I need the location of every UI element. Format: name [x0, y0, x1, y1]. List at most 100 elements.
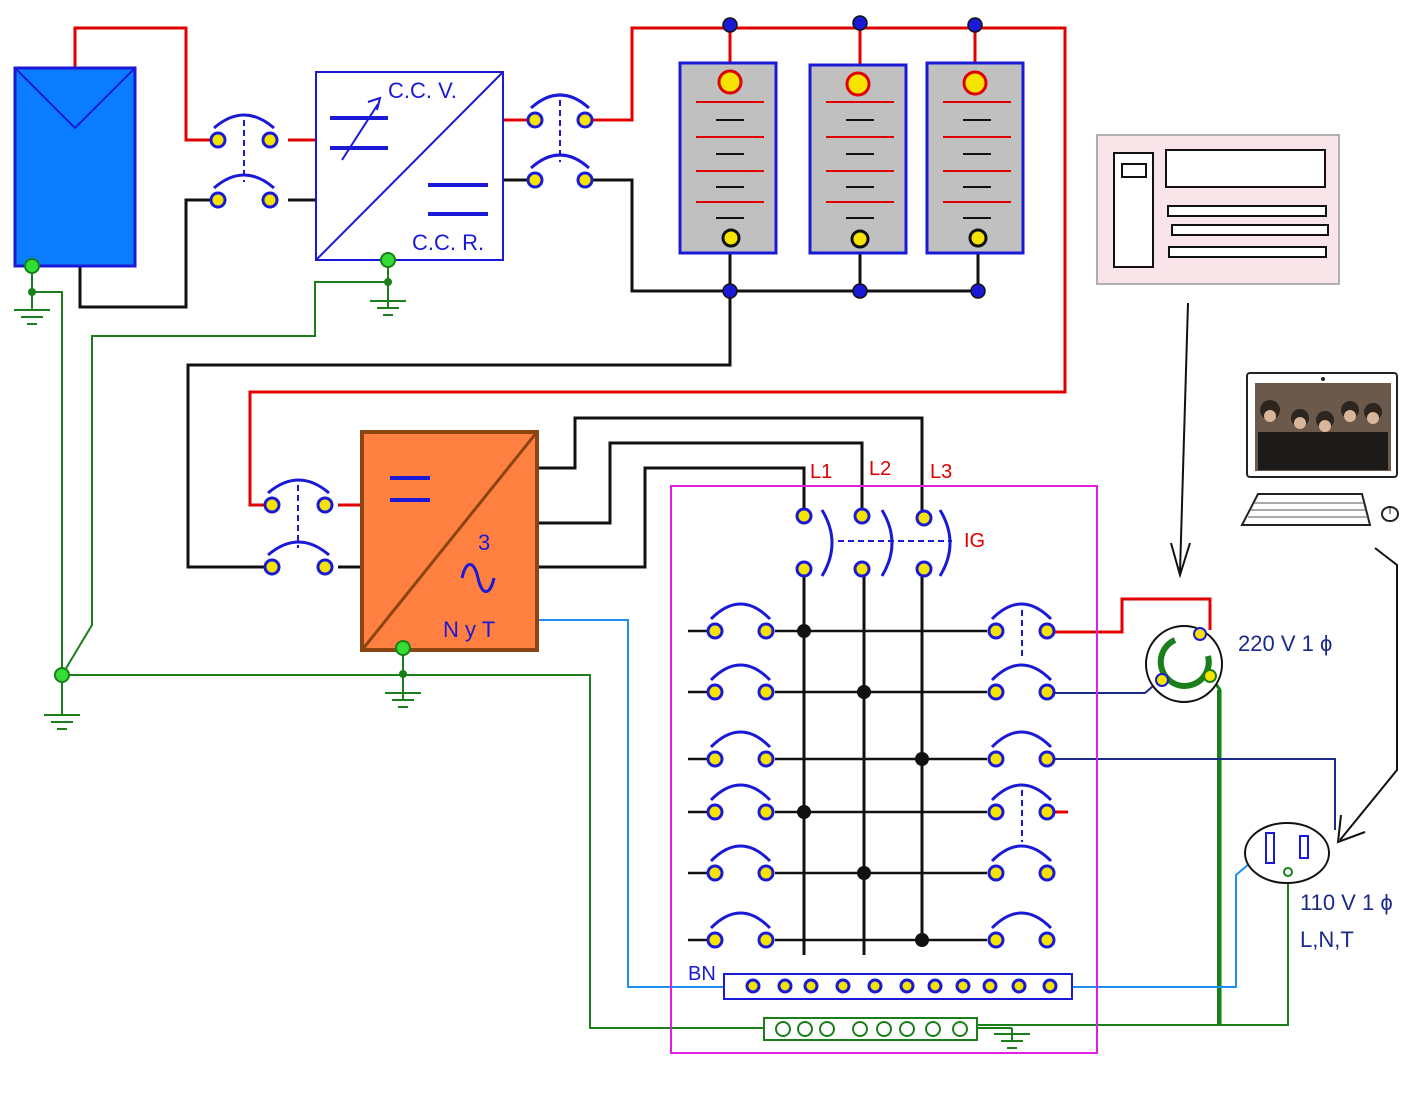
- neutral-bar-terminal-11: [1042, 978, 1058, 994]
- neutral-bar-terminal-2: [777, 978, 793, 994]
- branch-breaker-right-6[interactable]: [987, 911, 1056, 949]
- branch-breaker-right-1[interactable]: [987, 602, 1056, 640]
- branch-breaker-right-4[interactable]: [987, 783, 1056, 821]
- pv-breaker-positive[interactable]: [209, 113, 279, 149]
- inverter-breaker-negative-terminal-in: [263, 558, 281, 576]
- inverter-breaker-negative[interactable]: [263, 540, 334, 576]
- outlet-110v: [1244, 822, 1330, 884]
- inverter-output-label: N y T: [443, 617, 495, 642]
- ground-symbol-panel: [994, 1033, 1030, 1049]
- battery-1: [678, 61, 778, 255]
- computer-to-outlet-arrow: [1170, 302, 1191, 579]
- branch-breaker-left-2-terminal-in: [706, 683, 724, 701]
- battery-breaker-negative-terminal-out: [576, 171, 594, 189]
- pv-breaker-negative-terminal-out: [261, 191, 279, 209]
- main-breaker-ig[interactable]: [820, 509, 952, 577]
- ground-symbol-pv: [14, 309, 50, 325]
- battery-breaker-positive-terminal-out: [576, 111, 594, 129]
- branch-breaker-left-5[interactable]: [706, 844, 775, 882]
- ground-bar-terminal-3: [819, 1021, 835, 1037]
- inverter-breaker-positive[interactable]: [263, 478, 334, 514]
- ground-symbol-main: [44, 714, 80, 730]
- main-breaker-label: IG: [964, 530, 985, 552]
- branch-breaker-right-4-terminal-out: [1038, 803, 1056, 821]
- phase-label-l1: L1: [810, 461, 832, 483]
- main-breaker-terminal-4: [853, 560, 871, 578]
- branch-breaker-left-6-terminal-out: [757, 931, 775, 949]
- branch-breaker-right-5[interactable]: [987, 844, 1056, 882]
- green-outlet-ground-wire: [1208, 674, 1222, 1025]
- neutral-bar-terminal-8: [955, 978, 971, 994]
- neutral-bar-terminal-1: [745, 978, 761, 994]
- solar-panel: [13, 66, 137, 268]
- branch-breaker-left-2-terminal-out: [757, 683, 775, 701]
- branch-breaker-left-5-terminal-in: [706, 864, 724, 882]
- branch-breaker-left-5-terminal-out: [757, 864, 775, 882]
- pv-breaker-positive-terminal-in: [209, 131, 227, 149]
- branch-breaker-right-2-terminal-out: [1038, 683, 1056, 701]
- branch-breaker-right-2-terminal-in: [987, 683, 1005, 701]
- ground-small-nodes: [28, 278, 407, 678]
- branch-breaker-left-3-terminal-out: [757, 750, 775, 768]
- branch-breaker-right-3[interactable]: [987, 730, 1056, 768]
- neutral-bar-terminal-6: [899, 978, 915, 994]
- ground-symbol-inverter: [385, 692, 421, 708]
- battery-breaker-positive-terminal-in: [526, 111, 544, 129]
- branch-breaker-right-5-terminal-out: [1038, 864, 1056, 882]
- ground-symbol-controller: [370, 300, 406, 316]
- branch-breaker-left-1[interactable]: [706, 602, 775, 640]
- inverter-breaker-positive-terminal-out: [316, 496, 334, 514]
- inverter-phase-label: 3: [478, 530, 490, 555]
- outlet-220v: [1145, 625, 1223, 703]
- ground-bar-terminal-6: [899, 1021, 915, 1037]
- battery-bank: [678, 15, 1025, 299]
- breakers: [209, 93, 1056, 949]
- pv-breaker-negative-terminal-in: [209, 191, 227, 209]
- branch-breaker-left-4-terminal-out: [757, 803, 775, 821]
- battery-breaker-negative[interactable]: [526, 153, 594, 189]
- ccv-label: C.C. V.: [388, 78, 457, 103]
- ground-bar: [763, 1017, 978, 1041]
- branch-breaker-right-6-terminal-out: [1038, 931, 1056, 949]
- branch-breaker-left-3[interactable]: [706, 730, 775, 768]
- main-breaker-terminal-5: [915, 509, 933, 527]
- main-breaker-terminal-1: [795, 507, 813, 525]
- battery-breaker-positive[interactable]: [526, 93, 594, 129]
- branch-breaker-right-6-terminal-in: [987, 931, 1005, 949]
- branch-breaker-left-2[interactable]: [706, 663, 775, 701]
- branch-breaker-left-4[interactable]: [706, 783, 775, 821]
- inverter: 3 N y T: [360, 430, 539, 652]
- branch-breaker-left-6[interactable]: [706, 911, 775, 949]
- battery-negative-terminals: [721, 228, 988, 249]
- neutral-bar: [723, 973, 1073, 1000]
- battery-positive-terminals: [717, 69, 988, 97]
- ground-wires: [31, 260, 1289, 1040]
- ground-symbols: [14, 300, 1030, 1049]
- neutral-bar-terminal-3: [803, 978, 819, 994]
- ground-junction-nodes: [24, 252, 411, 683]
- outlet-220v-label: 220 V 1 ϕ: [1238, 631, 1332, 656]
- inverter-breaker-positive-terminal-in: [263, 496, 281, 514]
- ground-bar-terminal-5: [876, 1021, 892, 1037]
- branch-breaker-right-3-terminal-out: [1038, 750, 1056, 768]
- neutral-bar-terminal-9: [982, 978, 998, 994]
- branch-breaker-right-5-terminal-in: [987, 864, 1005, 882]
- ground-bar-terminal-1: [775, 1021, 791, 1037]
- branch-breaker-right-2[interactable]: [987, 663, 1056, 701]
- neutral-bar-terminal-5: [867, 978, 883, 994]
- branch-breaker-left-1-terminal-in: [706, 622, 724, 640]
- inverter-breaker-negative-terminal-out: [316, 558, 334, 576]
- battery-junction-nodes: [722, 15, 986, 299]
- phase-label-l2: L2: [869, 458, 891, 480]
- battery-breaker-negative-terminal-in: [526, 171, 544, 189]
- outlet-110v-sublabel: L,N,T: [1300, 927, 1354, 952]
- neutral-bar-terminal-4: [835, 978, 851, 994]
- branch-breaker-right-1-terminal-out: [1038, 622, 1056, 640]
- ground-bar-terminal-2: [797, 1021, 813, 1037]
- neutral-bar-terminal-7: [927, 978, 943, 994]
- desktop-computer-icon: [1096, 134, 1340, 285]
- pv-breaker-negative[interactable]: [209, 173, 279, 209]
- branch-breaker-right-1-terminal-in: [987, 622, 1005, 640]
- branch-breaker-left-1-terminal-out: [757, 622, 775, 640]
